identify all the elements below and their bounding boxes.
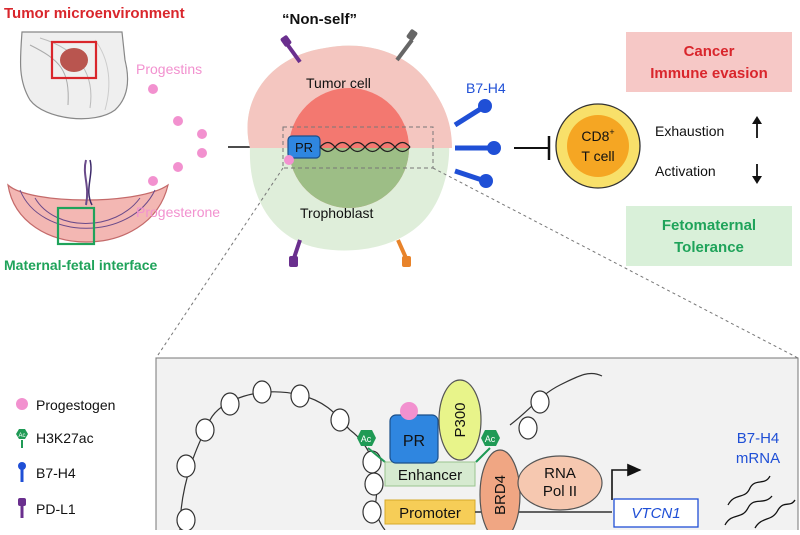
progestogen-dot-icon: [16, 398, 28, 410]
transcription-arrow: [611, 463, 642, 500]
rna-label: RNA: [544, 465, 576, 482]
legend-h3k27ac: H3K27ac: [36, 430, 94, 446]
pdl1-receptor-bottom: [289, 239, 302, 267]
rna-pol2-ellipse: [517, 455, 603, 511]
legend-b7h4: B7-H4: [36, 465, 76, 481]
b7h4-receptors: [453, 99, 501, 188]
vtcn1-gene-box: [613, 498, 699, 528]
cancer-label: Cancer: [684, 43, 735, 60]
tumor-cell-label: Tumor cell: [306, 75, 371, 91]
progestogen-ligand: [400, 402, 418, 420]
pdl1-receptor-top: [280, 35, 302, 64]
cd8-label-group: CD8+: [581, 127, 614, 144]
cd8-superscript: +: [609, 127, 614, 137]
brd4-ellipse: [479, 449, 521, 535]
b7h4-label: B7-H4: [466, 80, 506, 96]
cancer-box: [626, 32, 792, 92]
mrna-label: mRNA: [736, 450, 780, 467]
pol2-label: Pol II: [543, 483, 577, 500]
pr-label-large: PR: [403, 433, 425, 450]
ac-label-left: Ac: [361, 434, 372, 444]
progestogen-bound-dot: [284, 155, 294, 165]
p300-ellipse: [438, 379, 482, 461]
b7h4-receptor-icon: [18, 462, 26, 482]
activation-label: Activation: [655, 163, 716, 179]
legend: Progestogen Ac H3K27ac B7-H4 PD-L1: [16, 397, 115, 518]
nucleosomes: [176, 380, 550, 532]
grey-receptor-top: [395, 29, 418, 62]
acetyl-mark-right: Ac: [475, 430, 500, 463]
tumor-mass: [60, 48, 88, 72]
legend-pdl1: PD-L1: [36, 501, 76, 517]
tolerance-label: Tolerance: [674, 239, 744, 256]
placenta-illustration: [7, 159, 169, 246]
legend-progestogen: Progestogen: [36, 397, 115, 413]
trophoblast-label: Trophoblast: [300, 205, 374, 221]
maternal-fetal-interface-label: Maternal-fetal interface: [4, 257, 157, 273]
zoom-line-right: [432, 167, 799, 359]
legend-ac-badge: Ac: [18, 433, 25, 439]
enhancer-region: [384, 461, 476, 487]
exhaustion-label: Exhaustion: [655, 123, 724, 139]
tcell-nucleus: [567, 115, 629, 177]
promoter-region: [384, 499, 476, 525]
mrna-gene-label: B7-H4: [737, 430, 780, 447]
cd8-label: CD8: [581, 128, 609, 144]
interface-highlight-box: [56, 206, 96, 246]
acetyl-mark-left: Ac: [357, 430, 386, 463]
tumor-highlight-box: [50, 40, 98, 80]
orange-receptor-bottom: [396, 239, 411, 267]
breast-illustration: [19, 31, 129, 120]
progestogen-dots: [148, 84, 207, 186]
acetyl-marker-icon: Ac: [16, 429, 28, 448]
progestins-label: Progestins: [136, 61, 202, 77]
non-self-label: “Non-self”: [282, 11, 357, 28]
zoom-line-left: [155, 167, 284, 359]
tcell-label: T cell: [581, 148, 614, 164]
progesterone-label: Progesterone: [136, 204, 220, 220]
brd4-label: BRD4: [492, 475, 509, 515]
vtcn1-label: VTCN1: [631, 505, 680, 522]
mrna-squiggles: [724, 475, 796, 529]
down-arrow-icon: [752, 164, 762, 184]
tolerance-box: [626, 206, 792, 266]
fetomaternal-label: Fetomaternal: [662, 217, 756, 234]
pdl1-receptor-icon: [18, 498, 26, 518]
pr-label-small: PR: [295, 140, 313, 155]
promoter-label: Promoter: [399, 505, 461, 522]
ac-label-right: Ac: [485, 434, 496, 444]
dna-strand-b: [319, 141, 411, 153]
tumor-microenvironment-label: Tumor microenvironment: [4, 5, 185, 22]
enhancer-label: Enhancer: [398, 467, 462, 484]
p300-label: P300: [452, 402, 469, 437]
chromatin-fiber-right: [509, 372, 603, 426]
zoom-region-box: [282, 126, 434, 169]
immune-evasion-label: Immune evasion: [650, 65, 768, 82]
up-arrow-icon: [752, 116, 762, 138]
